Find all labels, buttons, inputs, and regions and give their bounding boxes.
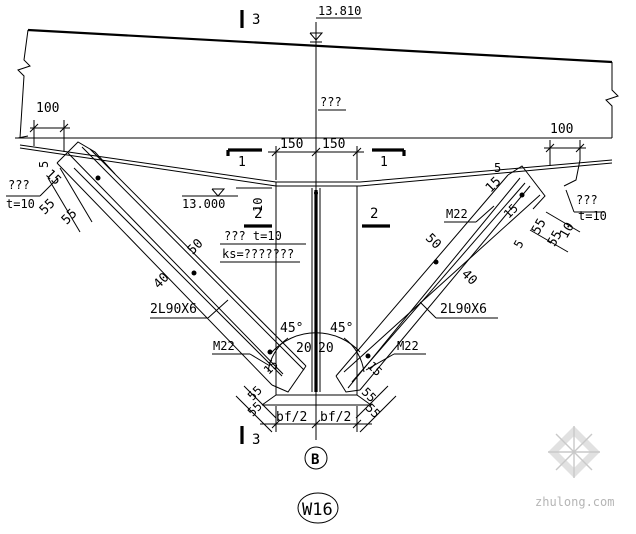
- dim-15-left-bottom: 15: [261, 357, 281, 377]
- axis-b-label: B: [311, 452, 319, 468]
- section-3-bottom-label: 3: [252, 432, 260, 448]
- dim-50-right: 50: [422, 231, 444, 253]
- stiffener-ks-label: ks=???????: [222, 247, 294, 261]
- angle-label-right: 2L90X6: [440, 302, 487, 317]
- dim-5-right-b: 5: [511, 237, 527, 250]
- section-1-left-label: 1: [238, 155, 246, 170]
- thickness-label-right: t=10: [578, 209, 607, 223]
- bf-half-left: bf/2: [276, 410, 307, 425]
- bf-half-right: bf/2: [320, 410, 351, 425]
- dim-10-right: 10: [557, 220, 578, 241]
- dim-55-right-bottom-b: 55: [363, 401, 383, 421]
- bolt-label-right-top: M22: [446, 207, 468, 221]
- axis-bubble: [304, 446, 328, 470]
- section-2-left-label: 2: [254, 206, 262, 222]
- thickness-label-left: t=10: [6, 197, 35, 211]
- stiffener-thickness-label: ??? t=10: [224, 229, 282, 243]
- dim-55-left-bottom-b: 55: [245, 399, 265, 419]
- elevation-marker-bottom: [182, 187, 272, 197]
- dim-55-left-a: 55: [37, 196, 59, 218]
- dim-55-right-a: 55: [529, 216, 550, 237]
- section-2-right-label: 2: [370, 206, 378, 222]
- gusset-label-top: ???: [320, 95, 342, 109]
- dim-100-left-label: 100: [36, 101, 59, 116]
- elevation-marker-top: [309, 17, 362, 43]
- detail-id-label: W16: [302, 500, 333, 520]
- dim-150-left: 150: [280, 137, 303, 152]
- dim-100-left: [29, 120, 70, 152]
- elevation-top-label: 13.810: [318, 4, 361, 18]
- dim-15-right-top: 15: [483, 174, 505, 196]
- elevation-bottom-label: 13.000: [182, 197, 225, 211]
- gusset-top-edge: [19, 144, 613, 187]
- gusset-label-right: ???: [576, 193, 598, 207]
- dim-20-left: 20: [296, 341, 312, 356]
- bolt-label-right-bottom: M22: [397, 339, 419, 353]
- watermark-text: zhulong.com: [535, 495, 614, 509]
- dim-150-150: [268, 146, 364, 180]
- section-mark-1: [226, 148, 406, 156]
- dim-bf-half: [260, 406, 372, 432]
- dim-50-left: 50: [185, 236, 207, 258]
- bolt-label-left-bottom: M22: [213, 339, 235, 353]
- dim-55-right-b: 55: [545, 228, 566, 249]
- dim-15-right-bottom: 15: [365, 359, 385, 379]
- gusset-label-left: ???: [8, 178, 30, 192]
- section-3-top-label: 3: [252, 12, 260, 28]
- angle-45-left: 45°: [280, 321, 303, 336]
- dim-40-left: 40: [151, 270, 173, 292]
- dim-15-left-top: 15: [42, 167, 64, 189]
- angle-45-right: 45°: [330, 321, 353, 336]
- dim-150-right: 150: [322, 137, 345, 152]
- dim-55-left-b: 55: [59, 206, 81, 228]
- dim-40-right: 40: [458, 267, 480, 289]
- dim-5-left: 5: [37, 161, 51, 168]
- top-chord: [15, 28, 619, 139]
- watermark-logo: [548, 426, 600, 478]
- detail-tag: [297, 492, 339, 524]
- right-diagonal-angle: [335, 165, 546, 393]
- dim-20-right: 20: [318, 341, 334, 356]
- bolt-markers: [95, 175, 525, 359]
- dim-100-right: [544, 140, 586, 166]
- left-diagonal-angle: [56, 141, 307, 393]
- dim-100-right-label: 100: [550, 122, 573, 137]
- center-column: [261, 22, 372, 440]
- section-1-right-label: 1: [380, 155, 388, 170]
- dim-10-center: 10: [251, 198, 265, 212]
- dim-5-right: 5: [494, 161, 501, 175]
- angle-label-left: 2L90X6: [150, 302, 197, 317]
